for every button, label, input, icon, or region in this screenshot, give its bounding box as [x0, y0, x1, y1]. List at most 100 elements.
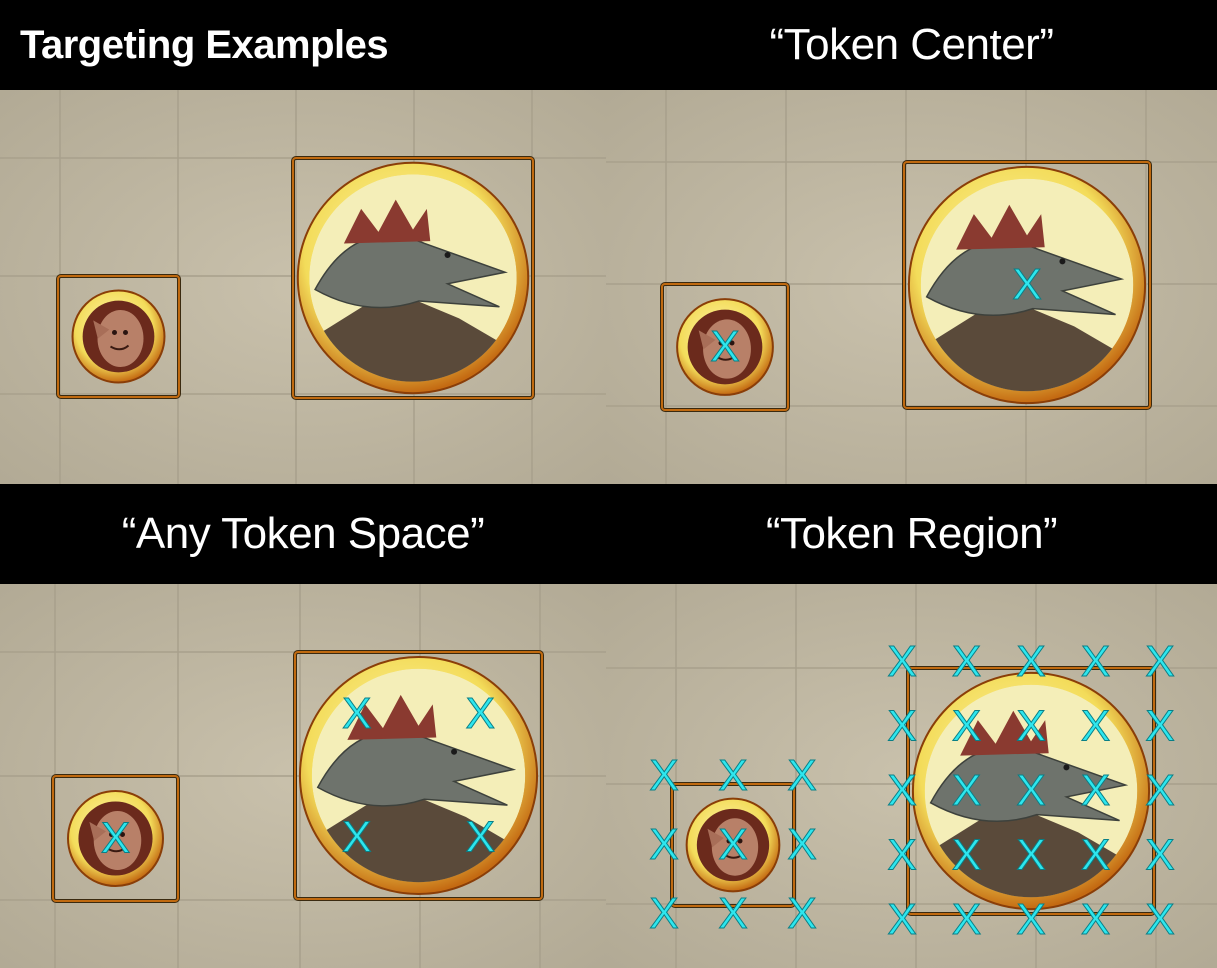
- token-selection-frame: [52, 775, 179, 902]
- goblin-eye: [729, 340, 735, 346]
- target-marker: X: [952, 831, 981, 880]
- crocodile-body: [925, 240, 1125, 317]
- target-marker: X: [1016, 831, 1045, 880]
- goblin-mouth: [716, 355, 736, 361]
- target-marker: X: [1016, 895, 1045, 944]
- target-marker: X: [887, 637, 916, 686]
- target-marker: X: [101, 814, 130, 863]
- goblin-eye: [737, 838, 743, 844]
- target-marker: X: [649, 820, 678, 869]
- grid-map: [0, 90, 606, 484]
- crocodile-body: [314, 234, 508, 309]
- target-marker: X: [1145, 766, 1174, 815]
- target-marker: X: [952, 637, 981, 686]
- goblin-eye: [109, 832, 114, 837]
- target-marker: X: [1145, 831, 1174, 880]
- target-marker: X: [952, 895, 981, 944]
- goblin-eye: [726, 838, 732, 844]
- target-marker: X: [710, 322, 739, 371]
- grid-map: XX: [606, 90, 1217, 484]
- target-marker: X: [1012, 260, 1041, 309]
- target-marker: X: [1081, 895, 1110, 944]
- target-marker: X: [342, 689, 371, 738]
- goblin-face: [97, 309, 144, 368]
- crocodile-eye: [451, 748, 458, 755]
- target-marker: X: [1016, 702, 1045, 751]
- grid-map: X X X X X: [0, 584, 606, 968]
- target-marker: X: [787, 889, 816, 938]
- target-marker: X: [787, 751, 816, 800]
- page-title: Targeting Examples: [0, 0, 606, 90]
- target-marker: X: [887, 702, 916, 751]
- target-marker: X: [887, 766, 916, 815]
- goblin-eye: [120, 832, 125, 837]
- token-selection-frame: [661, 283, 789, 411]
- target-marker: X: [1016, 637, 1045, 686]
- target-marker: X: [649, 889, 678, 938]
- target-marker: X: [952, 766, 981, 815]
- crocodile-token[interactable]: X X X X: [293, 650, 544, 901]
- goblin-face: [93, 811, 142, 870]
- token-selection-frame: [903, 161, 1151, 409]
- crocodile-body: [316, 731, 517, 807]
- target-marker: X: [1016, 766, 1045, 815]
- crocodile-body: [929, 746, 1129, 823]
- goblin-ear: [93, 320, 110, 339]
- target-marker: X: [952, 702, 981, 751]
- panel-any-token-space: “Any Token Space” X X X X X: [0, 484, 606, 968]
- target-marker: X: [1145, 895, 1174, 944]
- target-marker: X: [718, 889, 747, 938]
- crocodile-token[interactable]: [291, 156, 535, 400]
- goblin-eye: [718, 340, 724, 346]
- goblin-ear: [89, 821, 106, 841]
- target-marker: X: [887, 895, 916, 944]
- target-marker: X: [1081, 831, 1110, 880]
- target-marker: X: [887, 831, 916, 880]
- goblin-mouth: [106, 846, 127, 853]
- crocodile-spines: [960, 710, 1049, 756]
- goblin-eye: [112, 330, 117, 335]
- goblin-eye: [123, 330, 128, 335]
- target-marker: X: [1145, 637, 1174, 686]
- goblin-ear: [698, 330, 716, 350]
- target-marker: X: [342, 812, 371, 861]
- target-marker: X: [1145, 702, 1174, 751]
- target-marker: X: [466, 689, 495, 738]
- target-marker: X: [718, 820, 747, 869]
- goblin-face: [711, 818, 759, 876]
- panel-targeting-examples: Targeting Examples: [0, 0, 606, 484]
- token-selection-frame: [294, 651, 543, 900]
- target-marker: X: [649, 751, 678, 800]
- crocodile-spines: [347, 694, 437, 740]
- goblin-token[interactable]: X: [660, 282, 790, 412]
- crocodile-eye: [444, 251, 451, 258]
- target-marker: X: [466, 812, 495, 861]
- goblin-face: [703, 319, 751, 379]
- panel-title: “Any Token Space”: [0, 484, 606, 584]
- token-selection-frame: [907, 667, 1155, 915]
- token-selection-frame: [57, 275, 180, 398]
- crocodile-token[interactable]: X: [902, 160, 1152, 410]
- goblin-ear: [707, 828, 724, 848]
- crocodile-spines: [956, 204, 1045, 250]
- goblin-mouth: [109, 344, 130, 351]
- goblin-mouth: [724, 853, 744, 859]
- goblin-token[interactable]: [56, 274, 181, 399]
- target-marker: X: [787, 820, 816, 869]
- crocodile-spines: [343, 199, 431, 244]
- token-selection-frame: [671, 783, 795, 907]
- goblin-token[interactable]: X: [51, 774, 180, 903]
- panel-title: “Token Center”: [606, 0, 1217, 90]
- panel-title: “Token Region”: [606, 484, 1217, 584]
- crocodile-eye: [1059, 258, 1066, 265]
- target-marker: X: [1081, 702, 1110, 751]
- target-marker: X: [1081, 766, 1110, 815]
- token-selection-frame: [292, 157, 534, 399]
- crocodile-eye: [1063, 764, 1070, 771]
- target-marker: X: [718, 751, 747, 800]
